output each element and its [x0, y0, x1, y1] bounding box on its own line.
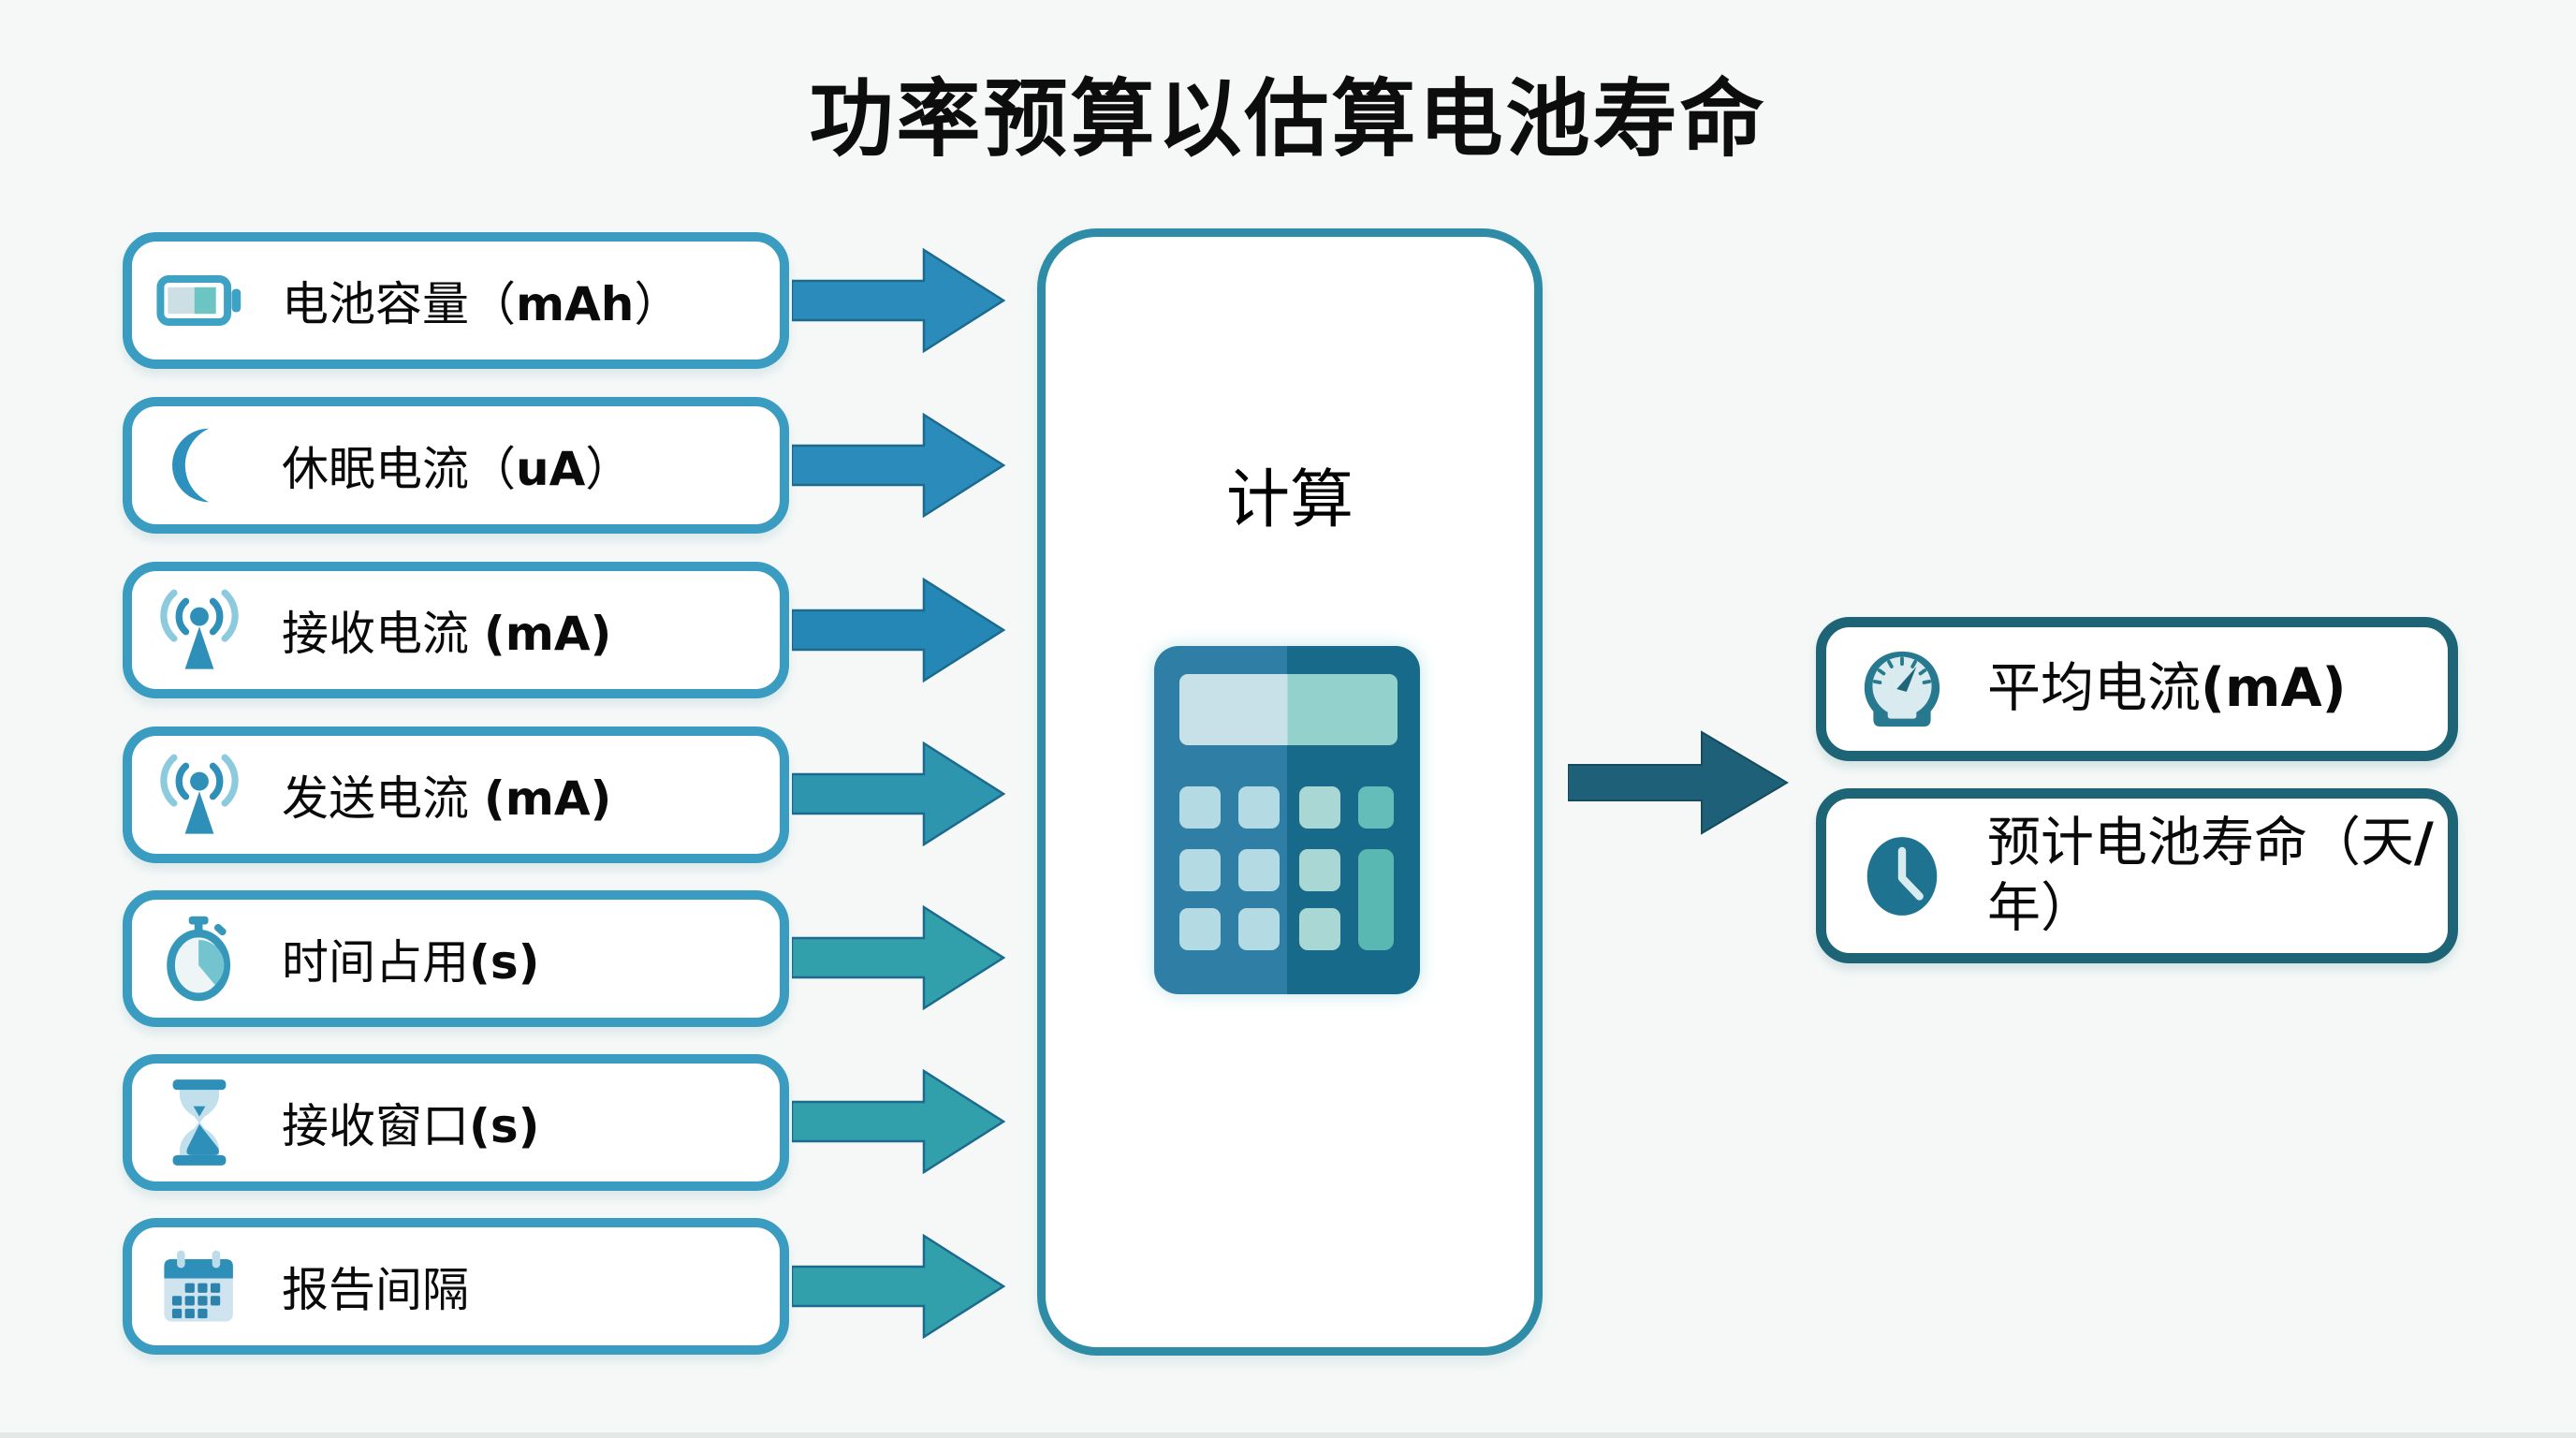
tx-antenna-icon [153, 750, 246, 840]
output-label: 预计电池寿命（天/年） [1987, 811, 2434, 939]
arrow-right-icon [792, 413, 1005, 518]
hourglass-icon [153, 1078, 246, 1167]
calendar-icon [153, 1246, 246, 1327]
input-box-battery-capacity: 电池容量（mAh） [123, 232, 789, 369]
moon-icon [153, 425, 246, 506]
arrow-right-icon [792, 248, 1005, 353]
output-box-battery-life: 预计电池寿命（天/年） [1816, 788, 2458, 963]
clock-icon [1851, 833, 1954, 919]
input-box-transmit-current: 发送电流 (mA) [123, 726, 789, 863]
input-box-time-on-air: 时间占用(s) [123, 890, 789, 1027]
input-label: 接收窗口(s) [282, 1099, 540, 1153]
stopwatch-icon [153, 914, 246, 1004]
output-label: 平均电流(mA) [1987, 657, 2347, 720]
rx-antenna-icon [153, 585, 246, 675]
arrow-right-icon [792, 1069, 1005, 1174]
input-box-receive-current: 接收电流 (mA) [123, 562, 789, 698]
input-label: 报告间隔 [282, 1263, 469, 1317]
input-box-report-interval: 报告间隔 [123, 1218, 789, 1355]
calculator-icon [1154, 646, 1420, 994]
input-box-sleep-current: 休眠电流（uA） [123, 397, 789, 534]
input-label: 休眠电流（uA） [282, 442, 633, 496]
process-label: 计算 [1225, 463, 1354, 537]
input-box-receive-window: 接收窗口(s) [123, 1054, 789, 1191]
arrow-right-icon [792, 905, 1005, 1010]
arrow-right-icon [792, 578, 1005, 682]
calculation-process-box: 计算 [1037, 228, 1543, 1356]
input-label: 发送电流 (mA) [282, 771, 612, 826]
page-title: 功率预算以估算电池寿命 [809, 70, 1767, 169]
input-label: 接收电流 (mA) [282, 607, 612, 661]
arrow-right-icon [792, 1234, 1005, 1339]
calculator-display [1179, 674, 1398, 745]
gauge-icon [1851, 648, 1954, 730]
input-label: 时间占用(s) [282, 935, 540, 990]
arrow-right-icon [1568, 730, 1789, 835]
battery-icon [153, 271, 246, 330]
arrow-right-icon [792, 741, 1005, 846]
output-box-average-current: 平均电流(mA) [1816, 617, 2458, 761]
input-label: 电池容量（mAh） [282, 277, 681, 331]
